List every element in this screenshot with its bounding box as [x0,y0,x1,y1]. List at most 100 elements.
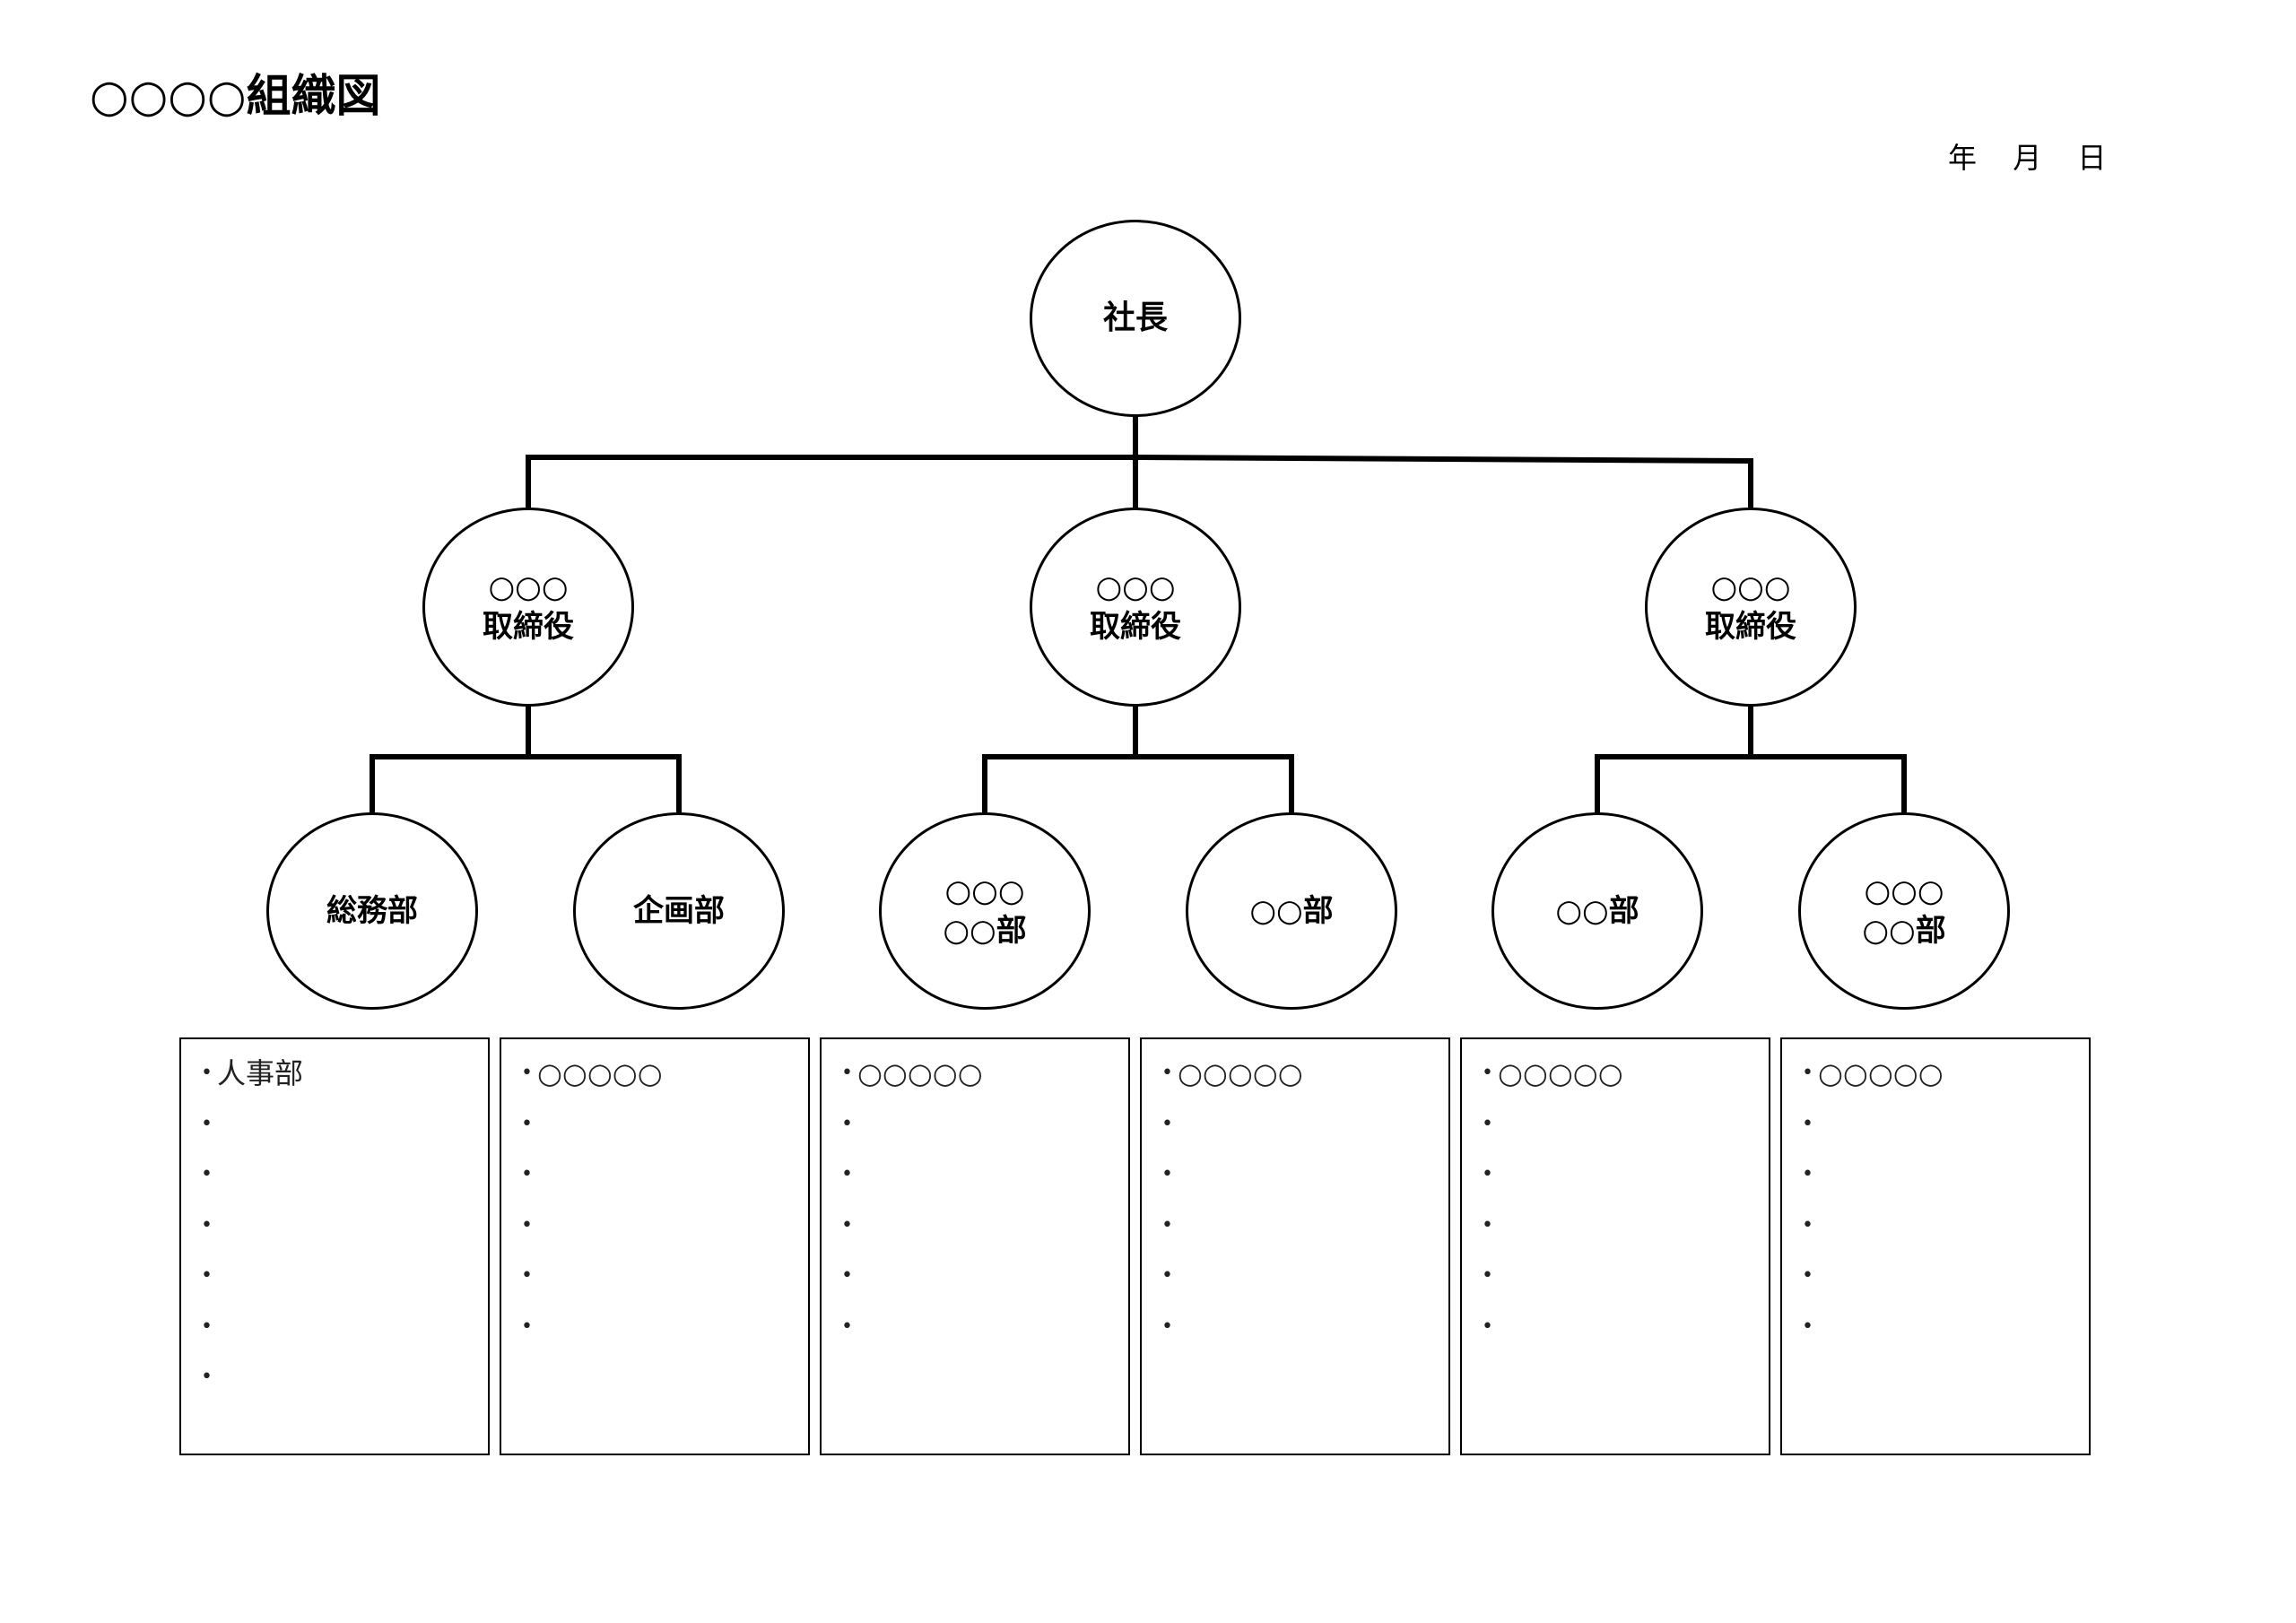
director-node-3: ○○○ 取締役 [1645,508,1857,707]
director-1-title: 取締役 [483,609,574,645]
date-field: 年 月 日 [1948,143,2106,172]
list-item: • [1482,1210,1769,1261]
director-node-1: ○○○ 取締役 [422,508,634,707]
bullet-icon: • [1482,1163,1493,1185]
list-item: • [521,1210,808,1261]
bullet-icon: • [521,1163,533,1185]
department-node-2: 企画部 [573,812,785,1010]
bullet-icon: • [841,1213,853,1237]
bullet-icon: • [841,1163,853,1185]
bullet-icon: • [1802,1315,1813,1338]
list-item: • [521,1260,808,1311]
bullet-icon: • [521,1213,533,1237]
department-panel-1: •人事部 • • • • • • [179,1037,490,1455]
bullet-icon: • [521,1112,533,1135]
list-item: • [201,1361,488,1412]
department-node-1: 総務部 [266,812,478,1010]
department-6-line1: ○○○ [1864,872,1944,909]
bullet-icon: • [1802,1264,1813,1287]
date-month-label: 月 [2013,141,2042,175]
bullet-icon: • [1802,1213,1813,1237]
list-item: • [521,1159,808,1210]
list-item: • [1161,1159,1448,1210]
director-1-name: ○○○ [488,568,569,605]
department-5-line1: ○○部 [1555,892,1639,929]
bullet-icon: • [1161,1213,1173,1237]
date-day-label: 日 [2077,141,2107,175]
director-2-title: 取締役 [1090,609,1181,645]
panel-5-list: •○○○○○ • • • • • [1462,1039,1769,1361]
list-item: • [841,1210,1128,1261]
director-3-name: ○○○ [1710,568,1791,605]
list-item: •○○○○○ [841,1056,983,1090]
date-year-label: 年 [1948,141,1978,175]
president-node: 社長 [1030,220,1241,417]
list-item: • [841,1311,1128,1362]
list-item: • [1161,1108,1448,1159]
list-item: • [201,1108,488,1159]
bullet-icon: • [841,1112,853,1135]
list-item: • [201,1159,488,1210]
bullet-icon: • [1482,1315,1493,1338]
list-item: • [201,1260,488,1311]
list-item: • [1482,1311,1769,1362]
bullet-icon: • [1161,1264,1173,1287]
list-item: • [1802,1108,2089,1159]
list-item: • [1802,1260,2089,1311]
bullet-icon: • [201,1264,213,1287]
list-item: •○○○○○ [1802,1056,1944,1090]
department-panel-3: •○○○○○ • • • • • [820,1037,1130,1455]
bullet-icon: • [841,1062,853,1084]
list-item: •○○○○○ [1482,1056,1623,1090]
list-item: • [1161,1210,1448,1261]
list-item: •○○○○○ [1161,1056,1303,1090]
bullet-icon: • [201,1112,213,1135]
list-item: • [841,1159,1128,1210]
page-title: ○○○○組織図 [90,70,381,122]
bullet-icon: • [521,1315,533,1338]
bullet-icon: • [841,1264,853,1287]
list-item: • [1482,1159,1769,1210]
bullet-icon: • [521,1264,533,1287]
department-node-5: ○○部 [1492,812,1703,1010]
list-item: •人事部 [201,1056,304,1090]
department-3-line2: ○○部 [943,913,1027,949]
list-item: • [1482,1260,1769,1311]
bullet-icon: • [1161,1112,1173,1135]
department-2-line1: 企画部 [633,892,725,929]
list-item: •○○○○○ [521,1056,663,1090]
panel-6-list: •○○○○○ • • • • • [1782,1039,2089,1361]
panel-1-list: •人事部 • • • • • • [181,1039,488,1412]
department-6-line2: ○○部 [1862,913,1946,949]
department-1-line1: 総務部 [326,892,418,929]
department-4-line1: ○○部 [1249,892,1334,929]
panel-3-list: •○○○○○ • • • • • [822,1039,1128,1361]
bullet-icon: • [201,1213,213,1237]
department-panel-6: •○○○○○ • • • • • [1780,1037,2091,1455]
list-item: • [1802,1210,2089,1261]
list-item: • [1802,1159,2089,1210]
list-item: • [1161,1311,1448,1362]
list-item: • [201,1311,488,1362]
list-item: • [1161,1260,1448,1311]
bullet-icon: • [1482,1264,1493,1287]
bullet-icon: • [1802,1112,1813,1135]
list-item: • [521,1311,808,1362]
bullet-icon: • [201,1163,213,1185]
bullet-icon: • [1482,1062,1493,1084]
list-item: • [841,1260,1128,1311]
list-item: • [1802,1311,2089,1362]
panel-2-list: •○○○○○ • • • • • [501,1039,808,1361]
bullet-icon: • [521,1062,533,1084]
bullet-icon: • [1482,1112,1493,1135]
bullet-icon: • [201,1315,213,1338]
bullet-icon: • [1802,1163,1813,1185]
director-2-name: ○○○ [1095,568,1176,605]
director-3-title: 取締役 [1705,609,1796,645]
bullet-icon: • [1161,1315,1173,1338]
list-item: • [841,1108,1128,1159]
department-node-6: ○○○ ○○部 [1798,812,2010,1010]
department-panel-2: •○○○○○ • • • • • [500,1037,810,1455]
director-node-2: ○○○ 取締役 [1030,508,1241,707]
